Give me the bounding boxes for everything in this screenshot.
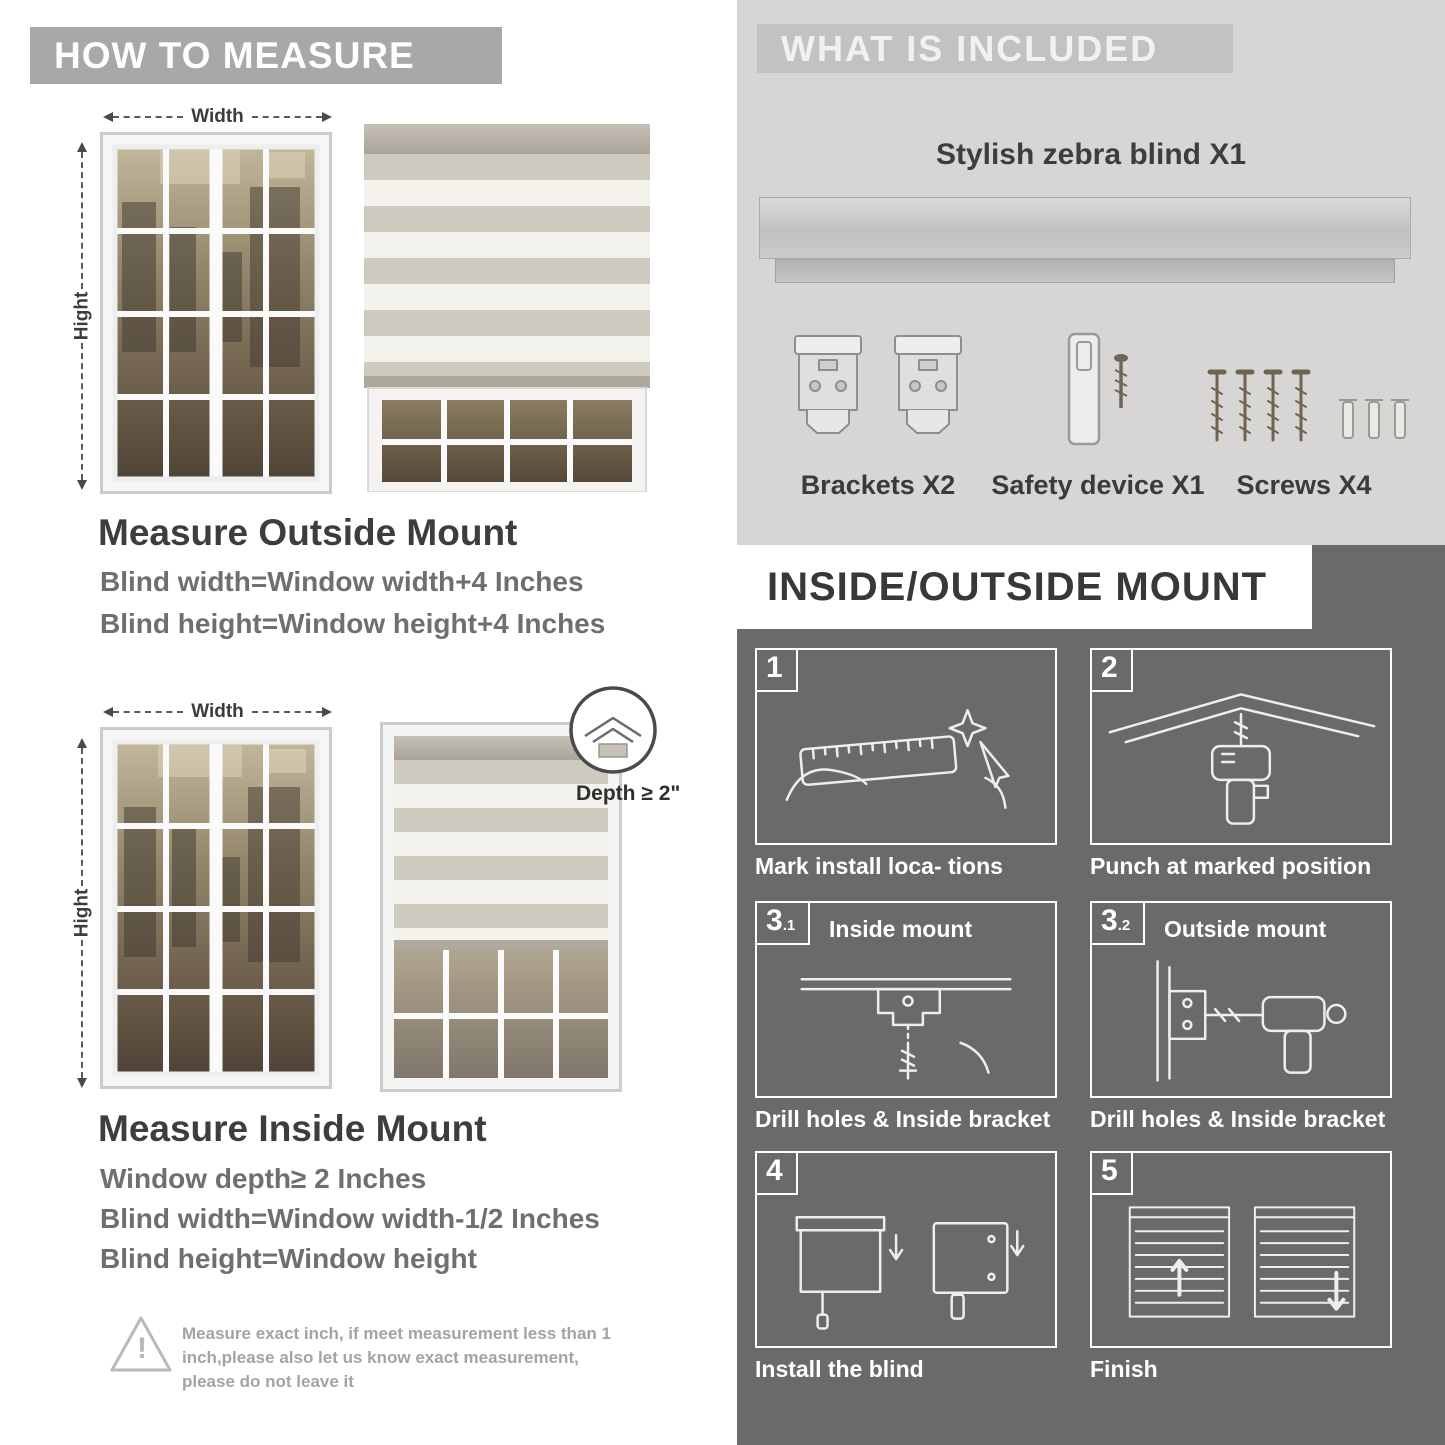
outside-mount-line-1: Blind width=Window width+4 Inches (100, 566, 584, 597)
arrow-down-icon (77, 480, 87, 490)
depth-callout-circle (569, 686, 657, 774)
step-number: 1 (755, 648, 798, 692)
bracket-icon (794, 335, 862, 434)
warning-triangle-icon (110, 1316, 172, 1372)
brackets-label: Brackets X2 (800, 470, 956, 500)
screws-image (1199, 360, 1409, 460)
measure-warning-text: Measure exact inch, if meet measurement … (182, 1324, 611, 1391)
width-arrow-outside: Width (103, 106, 332, 128)
inside-mount-title: Measure Inside Mount (98, 1108, 487, 1149)
inside-bracket-art (800, 977, 1012, 1080)
zebra-blind-headrail-image (759, 197, 1411, 259)
height-arrow-inside: Hight (70, 738, 94, 1088)
mount-header: INSIDE/OUTSIDE MOUNT (737, 545, 1312, 629)
height-arrow-outside: Hight (70, 142, 94, 490)
exclamation-icon: ! (137, 1332, 147, 1365)
step-caption-3-1: Drill holes & Inside bracket (755, 1106, 1051, 1132)
step-caption-1: Mark install loca- tions (755, 853, 1003, 879)
outside-mount-line-2: Blind height=Window height+4 Inches (100, 608, 606, 639)
mount-title: INSIDE/OUTSIDE MOUNT (767, 564, 1268, 609)
step-caption-3-2: Drill holes & Inside bracket (1090, 1106, 1386, 1132)
arrow-up-icon (77, 738, 87, 748)
step-caption-4: Install the blind (755, 1356, 924, 1382)
bracket-icon (894, 335, 962, 434)
inside-mount-line-3: Blind height=Window height (100, 1243, 477, 1274)
what-is-included-header: WHAT IS INCLUDED (757, 24, 1233, 73)
step-number: 2 (1090, 648, 1133, 692)
step-box-4: 4 (755, 1151, 1057, 1348)
arrow-right-icon (322, 112, 332, 122)
step-caption-2: Punch at marked position (1090, 853, 1372, 879)
width-arrow-inside: Width (103, 701, 332, 723)
window-illustration-inside (100, 727, 332, 1089)
arrow-down-icon (77, 1078, 87, 1088)
arrow-up-icon (77, 142, 87, 152)
outside-bracket-art (1156, 960, 1347, 1082)
blind-quantity-label: Stylish zebra blind X1 (935, 138, 1247, 171)
step-box-1: 1 (755, 648, 1057, 845)
step-number: 5 (1090, 1151, 1133, 1195)
step-number: 3.2 (1090, 901, 1146, 945)
zebra-blind-illustration-inside (380, 722, 622, 1092)
screws-icon (1207, 369, 1409, 442)
what-is-included-panel: WHAT IS INCLUDED Stylish zebra blind X1 (737, 0, 1445, 545)
mount-instructions-panel: INSIDE/OUTSIDE MOUNT 1 Mark install loca… (737, 545, 1445, 1445)
safety-device-icon (1067, 332, 1128, 446)
mark-location-art (785, 709, 1010, 809)
step-title: Inside mount (829, 916, 973, 942)
safety-device-image (1053, 326, 1143, 458)
screws-label: Screws X4 (1236, 470, 1372, 500)
finish-blinds-art (1128, 1206, 1356, 1318)
arrow-left-icon (103, 707, 113, 717)
step-box-3-2: 3.2 Outside mount (1090, 901, 1392, 1098)
step-box-3-1: 3.1 Inside mount (755, 901, 1057, 1098)
step-title: Outside mount (1164, 916, 1327, 942)
how-to-measure-title: HOW TO MEASURE (54, 34, 415, 76)
drill-ceiling-art (1108, 693, 1376, 825)
inside-mount-line-2: Blind width=Window width-1/2 Inches (100, 1203, 600, 1234)
brackets-image (785, 330, 971, 442)
step-caption-5: Finish (1090, 1356, 1158, 1382)
zebra-blind-illustration-outside (364, 124, 650, 492)
step-number: 4 (755, 1151, 798, 1195)
safety-device-label: Safety device X1 (991, 470, 1205, 500)
window-illustration-outside (100, 132, 332, 494)
inside-mount-line-1: Window depth≥ 2 Inches (100, 1163, 427, 1194)
outside-mount-title: Measure Outside Mount (98, 512, 518, 553)
arrow-left-icon (103, 112, 113, 122)
what-is-included-title: WHAT IS INCLUDED (781, 27, 1159, 69)
width-label: Width (191, 106, 244, 127)
width-label: Width (191, 701, 244, 722)
height-label: Hight (71, 888, 93, 938)
arrow-right-icon (322, 707, 332, 717)
height-label: Hight (71, 291, 93, 341)
depth-requirement-label: Depth ≥ 2" (576, 782, 681, 805)
step-box-2: 2 (1090, 648, 1392, 845)
step-box-5: 5 (1090, 1151, 1392, 1348)
zebra-blind-valance-image (775, 259, 1395, 283)
how-to-measure-header: HOW TO MEASURE (30, 27, 502, 84)
install-blind-art (795, 1216, 1025, 1330)
step-number: 3.1 (755, 901, 811, 945)
